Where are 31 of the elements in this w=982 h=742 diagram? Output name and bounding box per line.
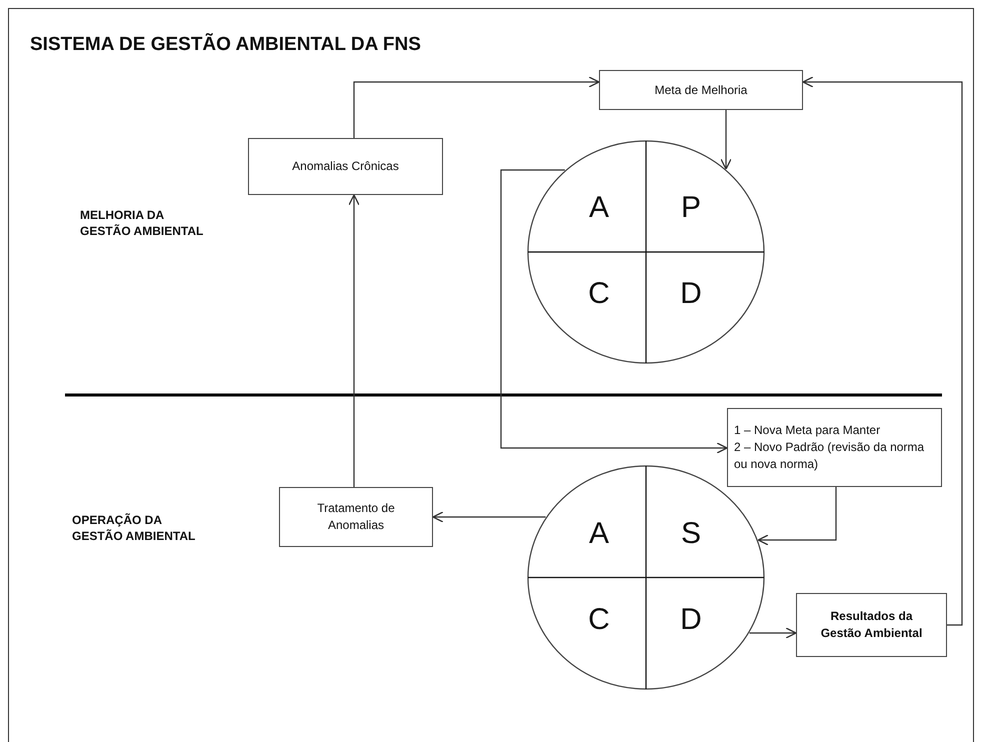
box-text: 1 – Nova Meta para Manter	[734, 422, 880, 439]
box-text: Anomalias Crônicas	[292, 158, 399, 175]
box-text: Tratamento de Anomalias	[316, 500, 396, 534]
arrow	[802, 76, 963, 626]
arrow	[432, 511, 546, 523]
quadrant-letter: C	[587, 602, 611, 636]
quadrant-letter: P	[680, 191, 702, 225]
quadrant-letter: C	[587, 277, 611, 311]
process-box	[796, 593, 947, 657]
cycle-circle	[527, 140, 765, 364]
process-box	[279, 487, 433, 547]
arrow	[750, 627, 797, 639]
arrow	[353, 76, 600, 138]
diagram-title: SISTEMA DE GESTÃO AMBIENTAL DA FNS	[30, 34, 421, 56]
quadrant-letter: A	[588, 191, 610, 225]
process-box	[248, 138, 443, 195]
box-text: Meta de Melhoria	[654, 82, 748, 98]
quadrant-letter: S	[680, 516, 702, 550]
box-text: 2 – Novo Padrão (revisão da norma ou nova norma)	[734, 439, 926, 473]
section-label: OPERAÇÃO DA GESTÃO AMBIENTAL	[72, 512, 196, 544]
process-box	[599, 70, 803, 110]
arrow	[758, 487, 837, 546]
arrow	[720, 110, 732, 170]
arrow	[500, 169, 728, 454]
process-box	[727, 408, 942, 487]
quadrant-letter: D	[679, 277, 703, 311]
box-text: Resultados da Gestão Ambiental	[820, 608, 924, 642]
arrow	[348, 194, 360, 487]
section-label: MELHORIA DA GESTÃO AMBIENTAL	[80, 207, 204, 239]
quadrant-letter: A	[588, 516, 610, 550]
quadrant-letter: D	[679, 602, 703, 636]
